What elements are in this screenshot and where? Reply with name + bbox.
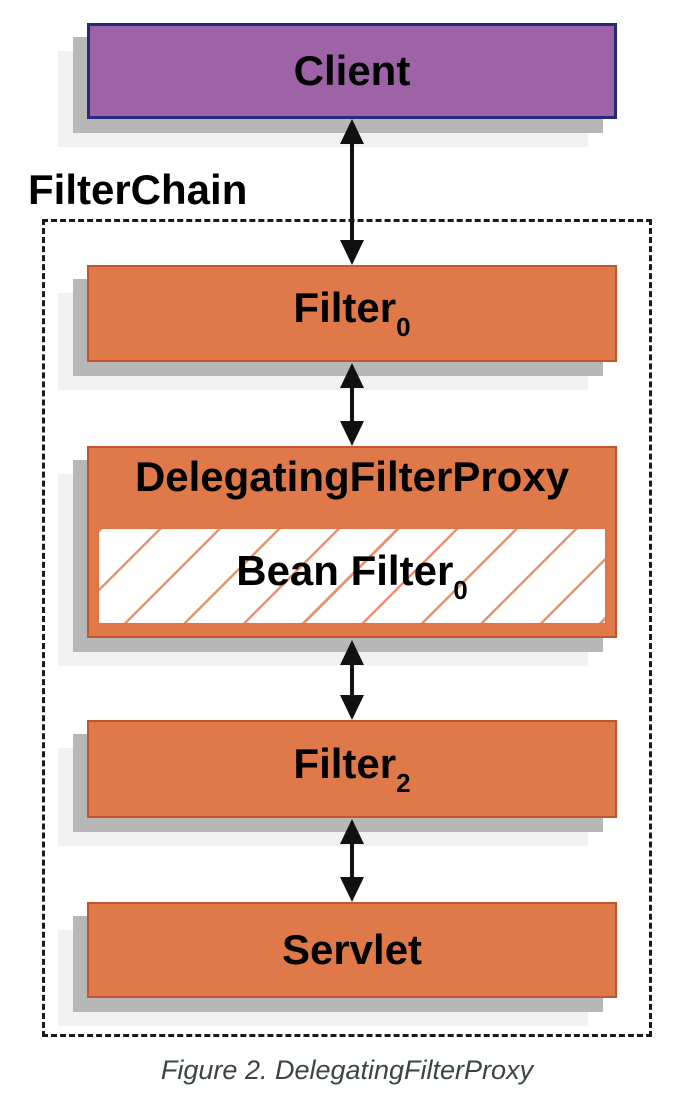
arrow-shaft bbox=[350, 844, 354, 877]
double-arrow-filter0-dfp-icon bbox=[340, 363, 364, 446]
servlet-node: Servlet bbox=[87, 902, 617, 998]
filter0-subscript: 0 bbox=[396, 312, 411, 342]
double-arrow-filter2-servlet-icon bbox=[340, 819, 364, 902]
filterchain-label: FilterChain bbox=[28, 166, 248, 213]
delegating-filter-proxy-label: DelegatingFilterProxy bbox=[134, 453, 570, 500]
arrow-shaft bbox=[350, 388, 354, 421]
arrowhead-down-icon bbox=[340, 240, 364, 265]
arrowhead-down-icon bbox=[340, 877, 364, 902]
filterchain-dashed-container bbox=[42, 219, 652, 1037]
filter0-node: Filter0 bbox=[87, 265, 617, 362]
figure-caption: Figure 2. DelegatingFilterProxy bbox=[160, 1055, 534, 1085]
bean-filter-subscript: 0 bbox=[453, 574, 468, 605]
arrowhead-up-icon bbox=[340, 819, 364, 844]
filter2-label: Filter2 bbox=[293, 739, 411, 798]
arrowhead-up-icon bbox=[340, 119, 364, 144]
arrow-shaft bbox=[350, 665, 354, 695]
arrow-shaft bbox=[350, 144, 354, 240]
bean-filter-node: Bean Filter0 bbox=[97, 527, 607, 625]
filter2-node: Filter2 bbox=[87, 720, 617, 818]
arrowhead-down-icon bbox=[340, 695, 364, 720]
client-label: Client bbox=[293, 47, 411, 94]
bean-filter-label: Bean Filter0 bbox=[236, 546, 468, 605]
client-node: Client bbox=[87, 23, 617, 119]
arrowhead-up-icon bbox=[340, 363, 364, 388]
servlet-label: Servlet bbox=[281, 926, 423, 973]
arrowhead-up-icon bbox=[340, 640, 364, 665]
double-arrow-client-filter0-icon bbox=[340, 119, 364, 265]
filter2-subscript: 2 bbox=[396, 767, 411, 798]
filter0-label: Filter0 bbox=[293, 284, 411, 342]
arrowhead-down-icon bbox=[340, 421, 364, 446]
double-arrow-dfp-filter2-icon bbox=[340, 640, 364, 720]
delegating-filter-proxy-node: DelegatingFilterProxy Bean Filter0 bbox=[87, 446, 617, 638]
